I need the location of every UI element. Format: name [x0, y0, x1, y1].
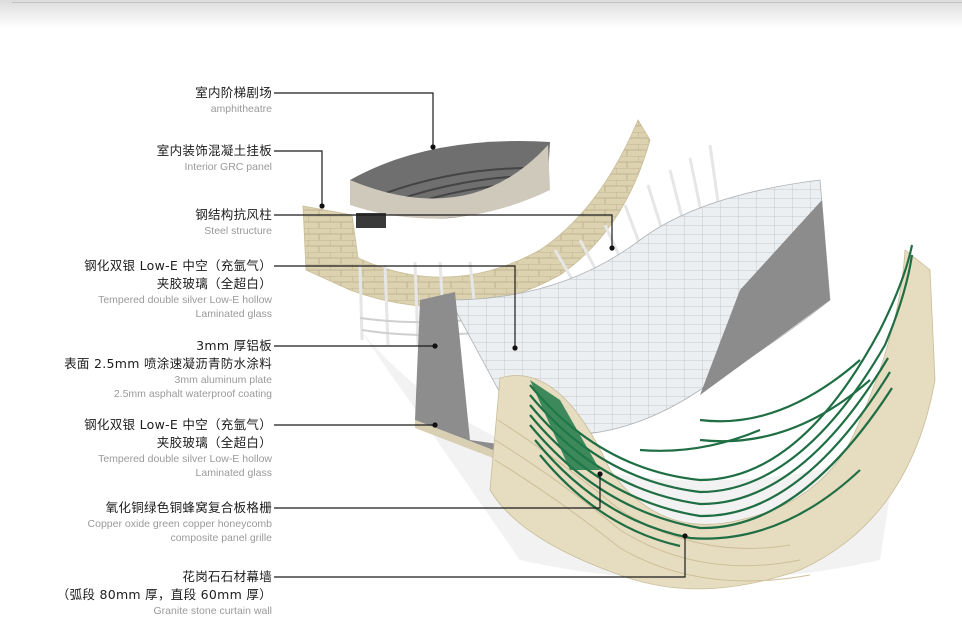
amphitheatre-shape	[350, 141, 550, 228]
label-glass-lower: 钢化双银 Low-E 中空（充氩气） 夹胶玻璃（全超白） Tempered do…	[84, 416, 272, 480]
top-divider	[12, 2, 962, 3]
leader-dot	[597, 471, 603, 477]
label-en: Copper oxide green copper honeycomb	[87, 518, 272, 530]
label-zh: 钢化双银 Low-E 中空（充氩气）	[84, 417, 272, 432]
label-en: composite panel grille	[170, 532, 272, 544]
label-zh: 夹胶玻璃（全超白）	[156, 276, 272, 291]
label-en: Granite stone curtain wall	[153, 605, 272, 617]
glass-curtain-shape	[449, 179, 831, 436]
label-zh: 室内阶梯剧场	[195, 85, 272, 100]
label-zh: 表面 2.5mm 喷涂速凝沥青防水涂料	[64, 356, 272, 371]
label-granite-wall: 花岗石石材幕墙 （弧段 80mm 厚，直段 60mm 厚） Granite st…	[57, 568, 272, 618]
leader-dot	[682, 533, 688, 539]
label-en: Tempered double silver Low-E hollow	[98, 294, 272, 306]
leader-dot	[432, 343, 438, 349]
copper-grille-edge	[530, 380, 600, 470]
leader-dot	[319, 203, 325, 209]
label-zh: （弧段 80mm 厚，直段 60mm 厚）	[56, 587, 272, 602]
label-zh: 钢结构抗风柱	[195, 207, 272, 222]
label-en: Laminated glass	[195, 308, 272, 320]
label-glass-upper: 钢化双银 Low-E 中空（充氩气） 夹胶玻璃（全超白） Tempered do…	[84, 257, 272, 321]
label-copper-grille: 氧化铜绿色铜蜂窝复合板格栅 Copper oxide green copper …	[88, 499, 272, 545]
label-steel-structure: 钢结构抗风柱 Steel structure	[195, 206, 272, 238]
leader-dot	[432, 422, 438, 428]
label-zh: 夹胶玻璃（全超白）	[156, 435, 272, 450]
label-aluminum-plate: 3mm 厚铝板 表面 2.5mm 喷涂速凝沥青防水涂料 3mm aluminum…	[64, 337, 272, 401]
label-amphitheatre: 室内阶梯剧场 amphitheatre	[195, 84, 272, 116]
leader-dots	[319, 144, 688, 539]
label-en: Laminated glass	[195, 467, 272, 479]
label-zh: 花岗石石材幕墙	[182, 569, 272, 584]
leader-dot	[512, 345, 518, 351]
leader-dot	[609, 245, 615, 251]
label-en: 2.5mm asphalt waterproof coating	[113, 388, 272, 400]
label-grc-panel: 室内装饰混凝土挂板 Interior GRC panel	[157, 142, 272, 174]
label-en: amphitheatre	[210, 103, 272, 115]
label-zh: 氧化铜绿色铜蜂窝复合板格栅	[105, 500, 272, 515]
leader-lines	[274, 92, 686, 578]
label-zh: 3mm 厚铝板	[196, 338, 272, 353]
label-en: Steel structure	[204, 225, 272, 237]
label-zh: 室内装饰混凝土挂板	[156, 143, 272, 158]
top-bar	[0, 0, 962, 28]
label-en: Interior GRC panel	[184, 161, 272, 173]
label-en: Tempered double silver Low-E hollow	[98, 453, 272, 465]
label-zh: 钢化双银 Low-E 中空（充氩气）	[84, 258, 272, 273]
granite-wall-shape	[489, 249, 936, 590]
leader-dot	[430, 144, 436, 150]
label-en: 3mm aluminum plate	[174, 374, 272, 386]
